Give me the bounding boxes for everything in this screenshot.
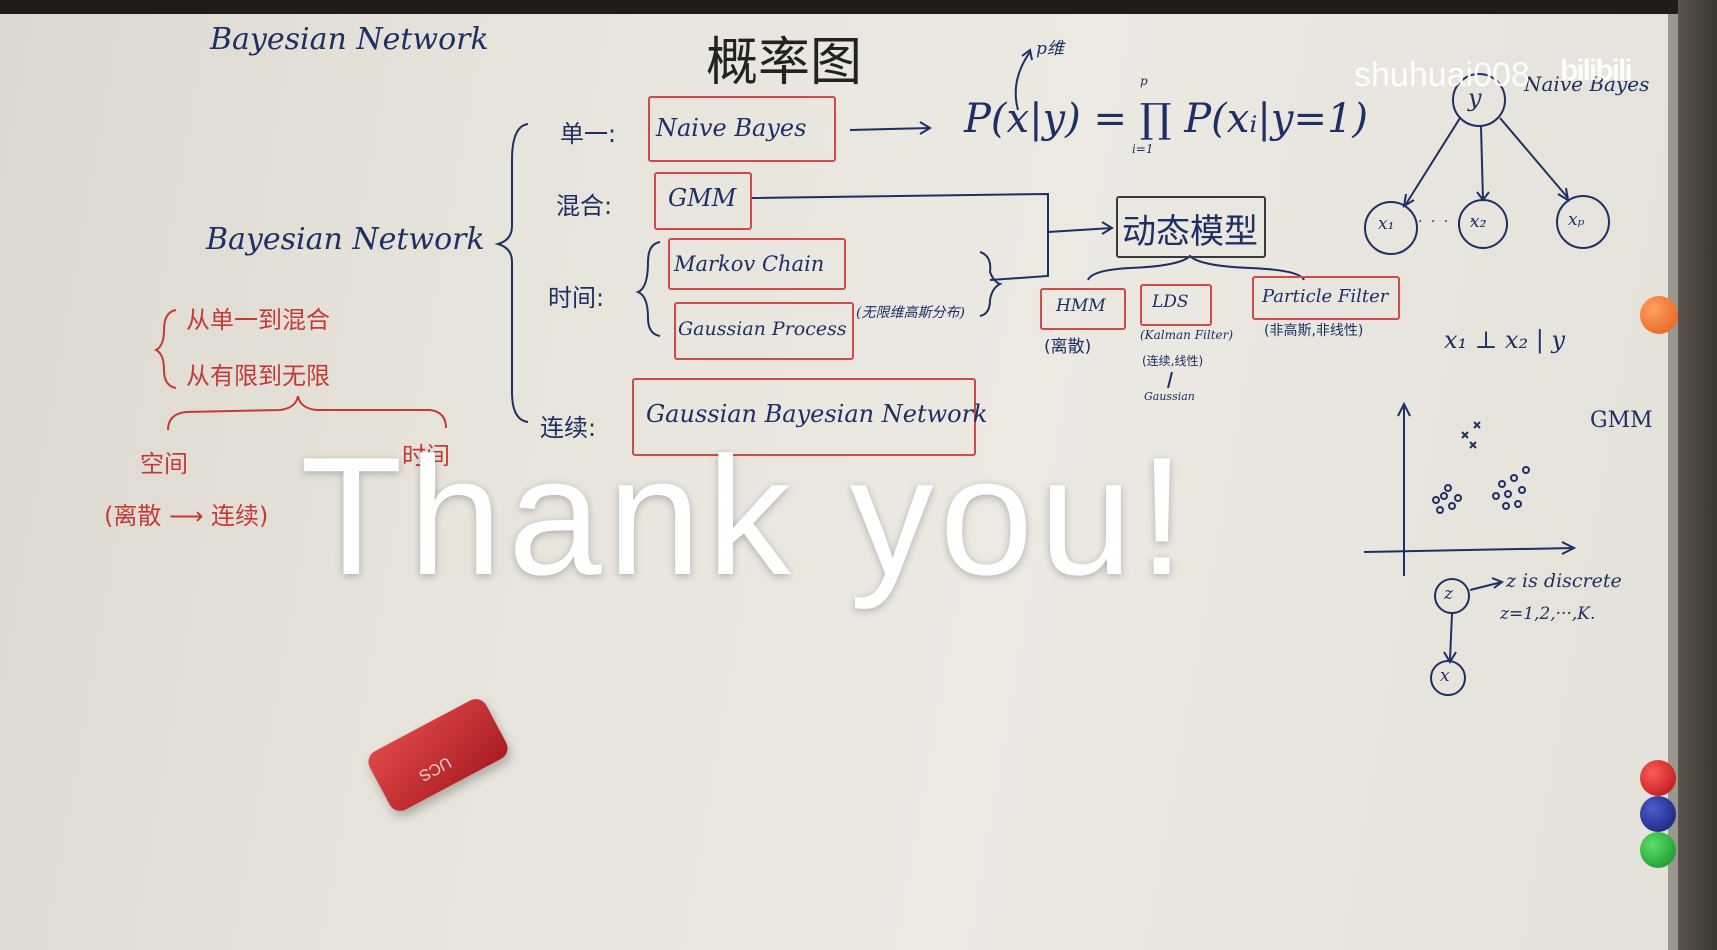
p-dim-note: p维 xyxy=(1036,39,1064,59)
center-title: 概率图 xyxy=(706,33,863,93)
magnet-red xyxy=(1640,760,1676,796)
channel-watermark: shuhuai008 xyxy=(1354,56,1530,94)
gmm-note-range: z=1,2,···,K. xyxy=(1500,604,1596,624)
summary-space-note: (离散 ⟶ 连续) xyxy=(104,502,269,530)
naive-bayes-formula: P(x|y) = ∏ P(xᵢ|y=1) xyxy=(964,96,1369,142)
gmm-corner-label: GMM xyxy=(1590,408,1653,433)
thank-you-overlay: Thank you! xyxy=(300,422,1192,610)
row-label-continuous: 连续: xyxy=(540,414,597,442)
product-upper-limit: p xyxy=(1140,74,1148,88)
naive-graph-root: y xyxy=(1468,84,1482,112)
naive-graph-title: Naive Bayes xyxy=(1524,72,1650,96)
top-left-title: Bayesian Network xyxy=(210,22,489,57)
summary-line-1: 从单一到混合 xyxy=(186,306,330,334)
wall-edge xyxy=(1678,0,1717,950)
hmm-box xyxy=(1040,288,1126,330)
independence-statement: x₁ ⊥ x₂ | y xyxy=(1444,326,1566,354)
naive-graph-leaf-1: x₁ xyxy=(1378,214,1395,234)
lds-note-linear: (连续,线性) xyxy=(1142,354,1204,368)
gaussian-process-box xyxy=(674,302,854,360)
particle-filter-label: Particle Filter xyxy=(1262,286,1389,307)
top-frame xyxy=(0,0,1717,16)
hmm-label: HMM xyxy=(1056,296,1106,316)
lds-note-gaussian: Gaussian xyxy=(1144,390,1195,403)
markov-chain-box xyxy=(668,238,846,290)
hmm-note: (离散) xyxy=(1044,337,1092,357)
gaussian-process-label: Gaussian Process xyxy=(678,318,847,340)
magnet-green xyxy=(1640,832,1676,868)
summary-time: 时间 xyxy=(402,442,450,470)
lds-note-kalman: (Kalman Filter) xyxy=(1140,328,1234,342)
naive-graph-leaf-2: x₂ xyxy=(1470,212,1487,232)
row-label-time: 时间: xyxy=(548,284,605,312)
naive-graph-leaf-p: xₚ xyxy=(1568,210,1585,230)
row-label-mixture: 混合: xyxy=(556,192,613,220)
naive-graph-dots: · · · · · · xyxy=(1418,214,1489,230)
dynamic-model-box xyxy=(1116,196,1266,258)
bilibili-logo: bilibili xyxy=(1560,54,1633,87)
magnet-blue xyxy=(1640,796,1676,832)
eraser-brand: UCS xyxy=(415,753,454,784)
summary-line-2: 从有限到无限 xyxy=(186,362,330,390)
dynamic-model-label: 动态模型 xyxy=(1122,212,1258,252)
whiteboard xyxy=(0,14,1678,950)
product-lower-limit: i=1 xyxy=(1132,142,1154,156)
gmm-box xyxy=(654,172,752,230)
lds-label: LDS xyxy=(1152,292,1189,312)
gmm-observed-node: x xyxy=(1440,666,1450,686)
gmm-label: GMM xyxy=(668,184,737,212)
gaussian-bn-box xyxy=(632,378,976,456)
magnet-orange xyxy=(1640,296,1678,334)
summary-space: 空间 xyxy=(140,450,188,478)
row-label-single: 单一: xyxy=(560,120,617,148)
root-label: Bayesian Network xyxy=(206,222,485,257)
lds-box xyxy=(1140,284,1212,326)
particle-filter-note: (非高斯,非线性) xyxy=(1264,323,1364,339)
gaussian-process-note: (无限维高斯分布) xyxy=(856,305,965,321)
naive-bayes-box xyxy=(648,96,836,162)
gmm-latent-node: z xyxy=(1444,584,1453,604)
markov-chain-label: Markov Chain xyxy=(674,252,825,276)
particle-filter-box xyxy=(1252,276,1400,320)
gaussian-bn-label: Gaussian Bayesian Network xyxy=(646,400,988,428)
naive-bayes-label: Naive Bayes xyxy=(656,114,807,142)
gmm-note-discrete: z is discrete xyxy=(1506,570,1622,592)
